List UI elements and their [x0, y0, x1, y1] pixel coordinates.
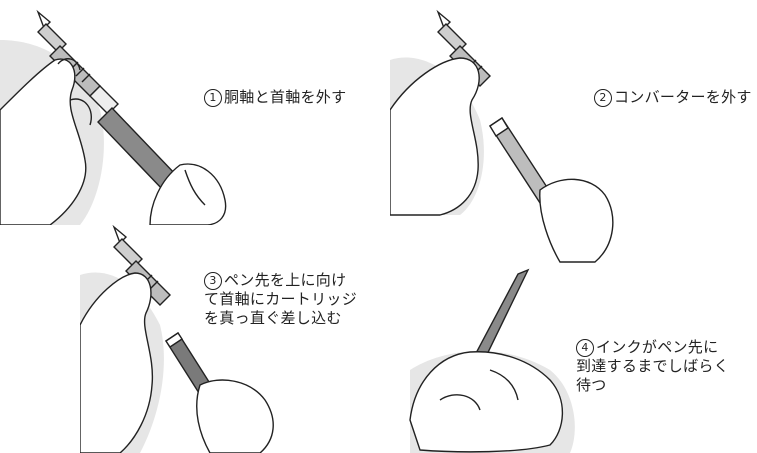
step-2-illustration	[390, 9, 614, 263]
step-2-text: コンバーターを外す	[614, 88, 752, 106]
step-3-text-line-1: ペン先を上に向け	[224, 271, 347, 289]
step-3-illustration	[80, 225, 274, 453]
step-1-number: 1	[204, 89, 222, 107]
step-4-text-line-1: インクがペン先に	[596, 338, 719, 356]
step-1-text: 胴軸と首軸を外す	[224, 88, 347, 106]
hand-icon	[409, 351, 564, 453]
hand-icon	[539, 178, 614, 263]
step-3-text-line-3: を真っ直ぐ差し込む	[204, 309, 342, 327]
hand-icon	[80, 272, 154, 453]
step-1-illustration	[0, 9, 227, 225]
step-3-text-line-2: て首軸にカートリッジ	[204, 290, 358, 308]
hand-icon	[0, 58, 92, 225]
hand-icon	[196, 379, 274, 453]
step-4-text-line-2: 到達するまでしばらく	[576, 357, 730, 375]
step-4-illustration	[409, 268, 575, 453]
step-4-number: 4	[576, 339, 594, 357]
step-3-number: 3	[204, 272, 222, 290]
step-2-number: 2	[594, 89, 612, 107]
step-4-text-line-3: 待つ	[576, 376, 607, 394]
hand-icon	[390, 57, 480, 216]
hand-icon	[149, 163, 227, 225]
